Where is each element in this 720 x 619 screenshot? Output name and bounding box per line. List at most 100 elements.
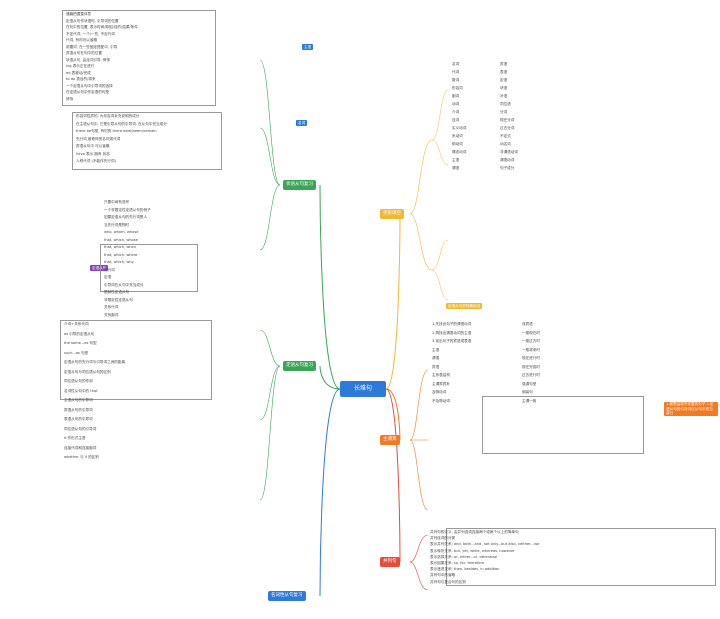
right_top-item[interactable]: 分词 (500, 110, 508, 114)
left_top-item[interactable]: ed 表被动/完成 (66, 70, 91, 75)
right_top-item[interactable]: 现在分词 (500, 118, 515, 122)
left_bottom-item[interactable]: 介词+关系代词 (64, 322, 89, 326)
branch-noun-clause[interactable]: 名词性从句复习 (268, 591, 306, 601)
left_lower-item[interactable]: 关系代词 (104, 305, 119, 309)
right_mid-item[interactable]: 主语 (432, 347, 440, 352)
left_lower-item[interactable]: 当先行词是物时 (104, 222, 130, 227)
right_bottom-item[interactable]: 表示选择关系: or, either...or, otherwise (430, 554, 498, 559)
left_mid-item[interactable]: 人称代词 (不能作先行词) (76, 159, 116, 163)
right_top-item[interactable]: 表语 (500, 70, 508, 74)
right_top-item[interactable]: 宾语 (500, 62, 508, 66)
right_top-item[interactable]: 形容词 (452, 86, 463, 90)
left_lower-item[interactable]: 一个非限定性定语从句的例子 (104, 207, 151, 212)
right_top-item[interactable]: 情态动词 (452, 150, 467, 154)
left_lower-item[interactable]: 非限定性定语从句 (104, 297, 133, 302)
right_top-item[interactable]: 定语 (500, 78, 508, 82)
right_mid-item[interactable]: 主谓宾宾补 (432, 381, 450, 386)
right_top-item[interactable]: 状语 (500, 86, 508, 90)
left_top-item[interactable]: 在定语从句中作定语的句型 (66, 90, 110, 94)
left_bottom-item[interactable]: such...as 句型 (64, 350, 89, 355)
right_bottom-item[interactable]: 表示因果关系: so, for, therefore (430, 561, 485, 565)
left_top-item[interactable]: 修饰 (66, 96, 74, 101)
right_bottom-item[interactable]: 表示递进关系: then, besides, in addition (430, 567, 500, 572)
branch-cloze[interactable]: 完形填空 (380, 209, 404, 219)
left_bottom-item[interactable]: 名词性从句中的 that (64, 388, 98, 393)
right_bottom-item[interactable]: 并列连词的分类 (430, 536, 456, 541)
right_top-item[interactable]: 动词 (452, 102, 460, 106)
right_top-item[interactable]: 句子成分 (500, 166, 515, 170)
right_mid-item[interactable]: 及物动词 (432, 390, 447, 394)
right_mid-item[interactable]: 一般现在时 (522, 330, 540, 335)
right_mid-item[interactable]: 宾语 (432, 364, 440, 369)
left_top-item[interactable]: 在句中的位置, 表示时间/原因/目的/结果/条件 (66, 25, 138, 29)
center-node[interactable]: 长难句 (340, 381, 386, 397)
left_bottom-item[interactable]: whether 与 if 的区别 (64, 455, 99, 459)
right_top-item[interactable]: 连词 (452, 118, 460, 122)
left_bottom-item[interactable]: 同位语从句的引导词 (64, 426, 97, 431)
left_top-item[interactable]: to do 表目的/将来 (66, 77, 96, 81)
right_mid-item[interactable]: 强调句型 (522, 381, 537, 386)
left_bottom-item[interactable]: 表语从句的引导词 (64, 417, 93, 421)
right_top-item[interactable]: 实义动词 (452, 126, 467, 130)
left_lower-item[interactable]: that, which, why (104, 260, 134, 264)
left_top-item[interactable]: 不定代词, 一个/一些, 不定代词 (66, 31, 115, 36)
left_bottom-item[interactable]: 主语从句的引导词 (64, 398, 93, 402)
left_bottom-item[interactable]: 定语从句与同位语从句的区别 (64, 369, 111, 374)
branch-svo[interactable]: 主谓宾 (380, 435, 400, 445)
left_bottom-item[interactable]: 同位语从句的作用 (64, 379, 93, 383)
left_mid-item[interactable]: 形容词性质的, 为形容词补充说明的成分 (76, 114, 140, 118)
branch-adverbial-clause[interactable]: 状语从句复习 (283, 180, 316, 190)
right_top-item[interactable]: 名词 (452, 62, 460, 66)
right_top-item[interactable]: 同位语 (500, 102, 511, 106)
right_top-item[interactable]: 不定式 (500, 134, 511, 138)
left_mid-item[interactable]: 先行词 被修饰的名词或代词 (76, 136, 121, 141)
left_top-item[interactable]: 前置词, 在一些固定搭配中, 引导 (66, 44, 118, 49)
left_bottom-item[interactable]: the same...as 句型 (64, 341, 97, 345)
right_mid-item[interactable]: 主系表结构 (432, 373, 450, 377)
right_top-item[interactable]: 补语 (500, 94, 508, 98)
left_lower-item[interactable]: that, which, whose (104, 237, 138, 242)
right_mid-item[interactable]: 过去进行时 (522, 373, 540, 377)
right_top-item[interactable]: 过去分词 (500, 126, 515, 130)
left_lower-item[interactable]: 限制性定语从句 (104, 290, 130, 294)
right_mid-item[interactable]: 一般过去时 (522, 339, 540, 343)
right_top-item[interactable]: 助动词 (452, 142, 463, 146)
right_bottom-item[interactable]: 表示并列关系: and, both...and, not only...but … (430, 542, 540, 547)
right_top-item[interactable]: 谓语动词 (500, 158, 515, 162)
right_top-item[interactable]: 谓语 (452, 166, 460, 170)
right_mid-item[interactable]: 3.找出句子的宾语或表语 (432, 339, 472, 343)
left_lower-item[interactable]: 定语 (104, 275, 112, 279)
right_bottom-item[interactable]: 并列句与复合句的区别 (430, 579, 466, 584)
right_mid-item[interactable]: 倒装句 (522, 390, 533, 394)
left_lower-item[interactable]: that, which, when (104, 245, 137, 249)
left_top-item[interactable]: 代词, 有时可以省略 (66, 38, 98, 42)
left_bottom-item[interactable]: 宾语从句的引导词 (64, 407, 93, 412)
right_top-item[interactable]: 数词 (452, 78, 460, 82)
left_lower-item[interactable]: 引导词在从句中充当成分 (104, 282, 144, 287)
left_top-item[interactable]: 定语从句作状语时, 引导词的位置 (66, 18, 119, 23)
left_lower-item[interactable]: who, whom, whose (104, 230, 139, 234)
left_bottom-item[interactable]: 定语从句的先行词与引导词之间的距离 (64, 360, 126, 364)
left_top-item[interactable]: 状语从句, 由连词引导, 修饰 (66, 57, 111, 62)
left_mid-item[interactable]: have 表示 拥有 状态 (76, 151, 110, 156)
left_mid-item[interactable]: 宾语从句中 可以省略 (76, 144, 110, 148)
left_lower-item[interactable]: that, which, where (104, 252, 138, 257)
branch-compound-sentence[interactable]: 并列句 (380, 557, 400, 567)
branch-attributive-clause[interactable]: 定语从句复习 (283, 361, 316, 371)
left_lower-item[interactable]: 先行词 (104, 267, 115, 272)
right_top-item[interactable]: 主语 (452, 158, 460, 162)
right_mid-item[interactable]: 1.先找出句子的谓语动词 (432, 322, 472, 326)
right_mid-item[interactable]: 一般将来时 (522, 347, 540, 352)
right_mid-item[interactable]: 不及物动词 (432, 398, 450, 403)
right_mid-item[interactable]: 现在进行时 (522, 356, 540, 360)
left_lower-item[interactable]: 如果定语从句的先行词是人 (104, 215, 148, 219)
left_top-item[interactable]: 通篇把握整体意 (66, 12, 92, 16)
left_mid-item[interactable]: there be句型, 有时的 there exist/seem/remain (76, 129, 157, 133)
left_top-item[interactable]: 一个定语从句中引导词的选择 (66, 83, 113, 88)
left_top-item[interactable]: 宾语从句在句中的位置 (66, 51, 102, 55)
right_bottom-item[interactable]: 表示转折关系: but, yet, while, whereas, howeve… (430, 548, 515, 553)
left_top-item[interactable]: ing 表示正在进行 (66, 64, 95, 68)
right_bottom-item[interactable]: 并列句中的省略 (430, 573, 456, 578)
right_mid-item[interactable]: 主谓一致 (522, 398, 537, 403)
left_bottom-item[interactable]: 连接代词和连接副词 (64, 445, 97, 450)
